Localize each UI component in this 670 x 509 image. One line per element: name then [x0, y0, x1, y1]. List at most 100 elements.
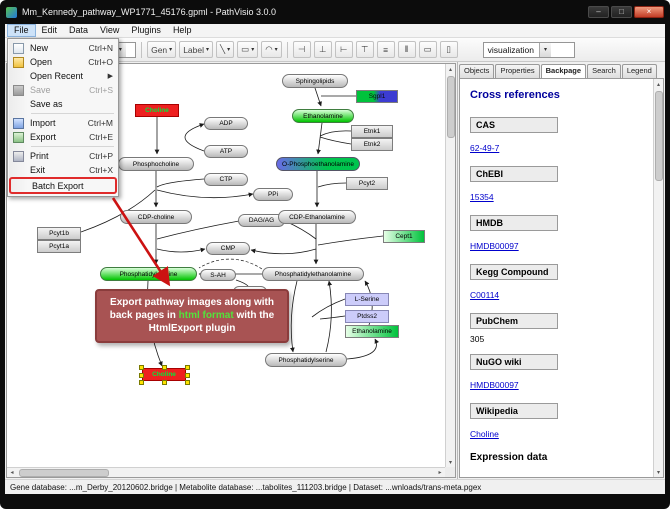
connector-tool[interactable]: ◠▾	[261, 41, 282, 58]
menu-view[interactable]: View	[100, 25, 120, 35]
menu-file[interactable]: File	[7, 24, 36, 37]
align-right-icon[interactable]: ⊢	[334, 41, 353, 58]
xref-link[interactable]: HMDB00097	[470, 380, 519, 390]
shape-tool[interactable]: ▭▾	[237, 41, 259, 58]
pathway-node-o-phosphoethanolamine[interactable]: O-Phosphoethanolamine	[276, 157, 360, 171]
tab-search[interactable]: Search	[587, 64, 621, 78]
xref-link[interactable]: 62-49-7	[470, 143, 500, 153]
pathway-node-pcyt1b[interactable]: Pcyt1b	[37, 227, 81, 240]
menu-item-shortcut: Ctrl+E	[89, 132, 113, 142]
selection-handle[interactable]	[139, 372, 144, 378]
visualization-combobox[interactable]: visualization ▾	[482, 41, 575, 58]
pathway-node-cdp-choline[interactable]: CDP-choline	[120, 210, 192, 224]
scroll-left-icon[interactable]: ◂	[10, 470, 14, 476]
selection-handle[interactable]	[139, 365, 144, 370]
canvas-vertical-scrollbar[interactable]: ▴ ▾	[445, 64, 455, 467]
align-left-icon[interactable]: ⊣	[292, 41, 311, 58]
pathway-node-pcyt1a[interactable]: Pcyt1a	[37, 240, 81, 253]
chevron-down-icon[interactable]: ▾	[538, 42, 551, 57]
pathway-node-phosphatidylethanolamine[interactable]: Phosphatidylethanolamine	[262, 267, 364, 281]
file-menu-item-save-as[interactable]: Save as	[9, 97, 117, 111]
align-top-icon[interactable]: ⊤	[355, 41, 374, 58]
file-menu-item-open-recent[interactable]: Open Recent▶	[9, 69, 117, 83]
maximize-button[interactable]: □	[611, 6, 632, 18]
panel-vertical-scrollbar[interactable]: ▴ ▾	[653, 79, 663, 477]
close-button[interactable]: ×	[634, 6, 664, 18]
selection-handle[interactable]	[185, 380, 190, 385]
scroll-down-icon[interactable]: ▾	[448, 459, 452, 466]
xref-link[interactable]: HMDB00097	[470, 241, 519, 251]
pathway-node-ethanolamine-small[interactable]: Ethanolamine	[345, 325, 399, 338]
xref-link[interactable]: C00114	[470, 290, 500, 300]
pathway-node-phosphatidylcholine[interactable]: Phosphatidylcholine	[100, 267, 197, 281]
same-height-icon[interactable]: ▯	[439, 41, 458, 58]
pathway-node-sah[interactable]: S-AH	[200, 269, 236, 281]
pathway-node-etnk1[interactable]: Etnk1	[351, 125, 393, 138]
selection-handle[interactable]	[162, 380, 167, 385]
pathway-node-adp[interactable]: ADP	[204, 117, 248, 130]
xref-link[interactable]: Choline	[470, 429, 499, 439]
pathway-node-choline-bottom[interactable]: Choline	[139, 365, 190, 385]
pathway-node-sphingolipids[interactable]: Sphingolipids	[282, 74, 348, 88]
pathway-node-phosphatidylserine[interactable]: Phosphatidylserine	[265, 353, 347, 367]
selection-handle[interactable]	[185, 372, 190, 378]
pathway-node-ctp[interactable]: CTP	[204, 173, 248, 186]
menu-help[interactable]: Help	[172, 25, 192, 35]
pathway-node-pcyt2[interactable]: Pcyt2	[346, 177, 388, 190]
scrollbar-thumb[interactable]	[19, 468, 109, 477]
distribute-horizontal-icon[interactable]: ≡	[376, 41, 395, 58]
scroll-right-icon[interactable]: ▸	[438, 470, 442, 476]
xref-link[interactable]: 15354	[470, 192, 494, 202]
menu-plugins[interactable]: Plugins	[131, 25, 161, 35]
pathway-node-phosphocholine[interactable]: Phosphocholine	[118, 157, 194, 171]
pathway-node-choline-top[interactable]: Choline	[135, 104, 179, 117]
scrollbar-thumb[interactable]	[446, 76, 455, 138]
pathway-node-dag-ag[interactable]: DAG/AG	[238, 214, 285, 227]
datanode-tool[interactable]: Gen▾	[147, 41, 177, 58]
pathway-node-atp[interactable]: ATP	[204, 145, 248, 158]
pathway-node-etnk2[interactable]: Etnk2	[351, 138, 393, 151]
tab-backpage[interactable]: Backpage	[540, 64, 587, 78]
scroll-up-icon[interactable]: ▴	[656, 81, 660, 88]
minimize-button[interactable]: –	[588, 6, 609, 18]
pathway-node-cept1[interactable]: Cept1	[383, 230, 425, 243]
pathway-node-ppi[interactable]: PPi	[253, 188, 293, 201]
selection-handle[interactable]	[162, 365, 167, 370]
pathway-node-cdp-ethanolamine[interactable]: CDP-Ethanolamine	[278, 210, 356, 224]
pathway-node-ptdss2[interactable]: Ptdss2	[345, 310, 389, 323]
scroll-up-icon[interactable]: ▴	[448, 66, 452, 73]
menu-item-shortcut: Ctrl+O	[88, 57, 113, 67]
pathway-node-ethanolamine-top[interactable]: Ethanolamine	[292, 109, 354, 123]
file-menu-item-batch-export[interactable]: Batch Export	[9, 177, 117, 194]
selection-handle[interactable]	[139, 380, 144, 385]
line-tool[interactable]: ╲▾	[216, 41, 235, 58]
distribute-vertical-icon[interactable]: ⫴	[397, 41, 416, 58]
pathway-node-cmp[interactable]: CMP	[206, 242, 250, 255]
tab-objects[interactable]: Objects	[459, 64, 495, 78]
menu-data[interactable]: Data	[69, 25, 89, 35]
pathway-node-sgpl1[interactable]: Sgpl1	[356, 90, 398, 103]
scroll-down-icon[interactable]: ▾	[656, 469, 660, 476]
label-tool[interactable]: Label▾	[179, 41, 214, 58]
menu-item-label: Save as	[30, 99, 63, 109]
align-center-icon[interactable]: ⊥	[313, 41, 332, 58]
same-width-icon[interactable]: ▭	[418, 41, 437, 58]
title-bar[interactable]: Mm_Kennedy_pathway_WP1771_45176.gpml - P…	[0, 0, 670, 24]
pathway-node-l-serine[interactable]: L-Serine	[345, 293, 389, 306]
selection-handle[interactable]	[185, 365, 190, 370]
tab-legend[interactable]: Legend	[621, 64, 657, 78]
tab-properties[interactable]: Properties	[495, 64, 540, 78]
menu-edit[interactable]: Edit	[41, 25, 58, 35]
canvas-horizontal-scrollbar[interactable]: ◂ ▸	[7, 467, 445, 477]
scrollbar-thumb[interactable]	[654, 91, 663, 181]
